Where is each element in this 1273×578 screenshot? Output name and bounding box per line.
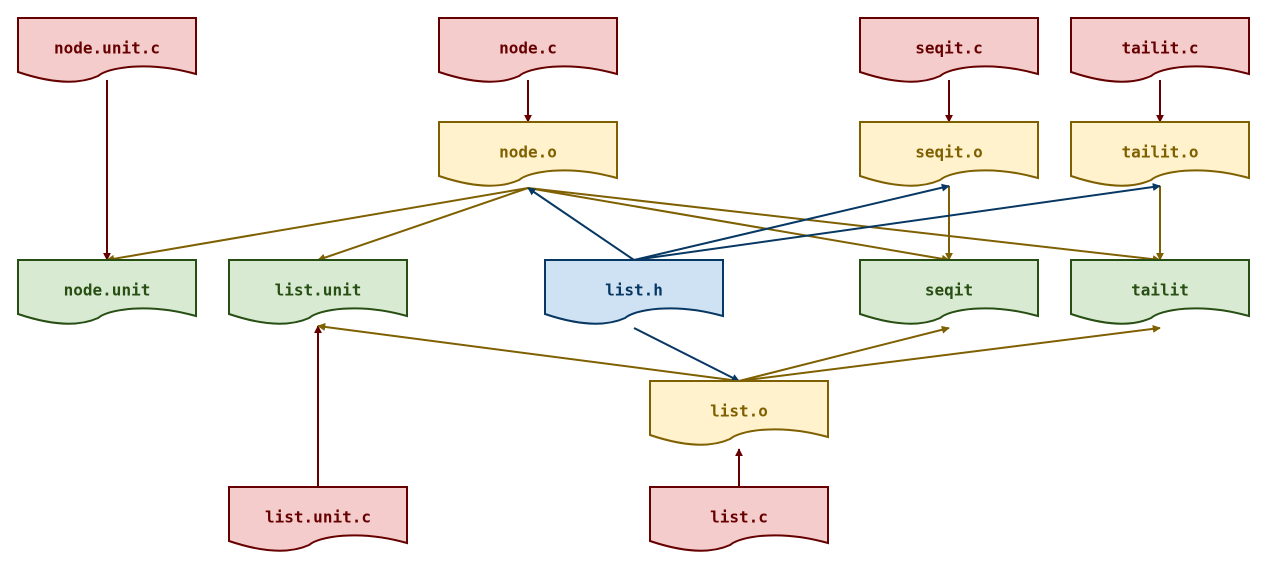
node-shape <box>438 121 618 187</box>
node-label: list.c <box>710 508 768 527</box>
node-shape <box>859 259 1039 325</box>
node-shape <box>228 259 408 325</box>
node-shape <box>859 121 1039 187</box>
edge-list-h-to-node-o <box>527 187 635 261</box>
edge-list-o-to-seqit <box>738 325 950 382</box>
node-node-unit-c: node.unit.c <box>17 17 197 83</box>
node-node-unit: node.unit <box>17 259 197 325</box>
node-shape <box>1070 17 1250 83</box>
node-label: seqit <box>925 281 973 300</box>
node-shape <box>17 259 197 325</box>
edge-node-o-to-list-unit <box>317 187 529 262</box>
node-shape <box>228 486 408 552</box>
node-shape <box>17 17 197 83</box>
node-label: list.unit <box>275 281 362 300</box>
edge-list-h-to-tailit-o <box>633 183 1161 261</box>
node-list-o: list.o <box>649 380 829 446</box>
node-shape <box>544 259 724 325</box>
node-node-c: node.c <box>438 17 618 83</box>
node-shape <box>859 17 1039 83</box>
nodes-layer: node.unit.c node.c seqit.c tailit.c node.o se… <box>17 17 1250 552</box>
node-shape <box>1070 121 1250 187</box>
node-label: tailit <box>1131 281 1189 300</box>
node-label: node.unit <box>64 281 151 300</box>
edge-node-o-to-tailit <box>527 187 1161 264</box>
node-list-unit-c: list.unit.c <box>228 486 408 552</box>
node-list-c: list.c <box>649 486 829 552</box>
edge-list-h-to-list-o <box>633 327 740 382</box>
node-label: list.unit.c <box>265 508 371 527</box>
node-label: node.unit.c <box>54 39 160 58</box>
node-label: seqit.o <box>915 143 982 162</box>
node-list-h: list.h <box>544 259 724 325</box>
node-label: list.o <box>710 402 768 421</box>
node-tailit: tailit <box>1070 259 1250 325</box>
node-shape <box>1070 259 1250 325</box>
node-tailit-o: tailit.o <box>1070 121 1250 187</box>
node-shape <box>649 380 829 446</box>
edge-node-o-to-seqit <box>527 187 950 263</box>
node-seqit-o: seqit.o <box>859 121 1039 187</box>
node-label: list.h <box>605 281 663 300</box>
edge-list-h-to-seqit-o <box>633 183 950 261</box>
node-label: tailit.c <box>1121 39 1198 58</box>
edge-list-o-to-list-unit <box>317 322 740 382</box>
node-list-unit: list.unit <box>228 259 408 325</box>
node-node-o: node.o <box>438 121 618 187</box>
node-seqit-c: seqit.c <box>859 17 1039 83</box>
edge-node-o-to-node-unit <box>106 187 529 263</box>
edges-layer <box>103 80 1164 487</box>
node-shape <box>438 17 618 83</box>
node-tailit-c: tailit.c <box>1070 17 1250 83</box>
node-label: node.o <box>499 143 557 162</box>
node-label: node.c <box>499 39 557 58</box>
node-shape <box>649 486 829 552</box>
node-label: seqit.c <box>915 39 982 58</box>
node-seqit: seqit <box>859 259 1039 325</box>
edge-list-o-to-tailit <box>738 324 1161 382</box>
node-label: tailit.o <box>1121 143 1198 162</box>
